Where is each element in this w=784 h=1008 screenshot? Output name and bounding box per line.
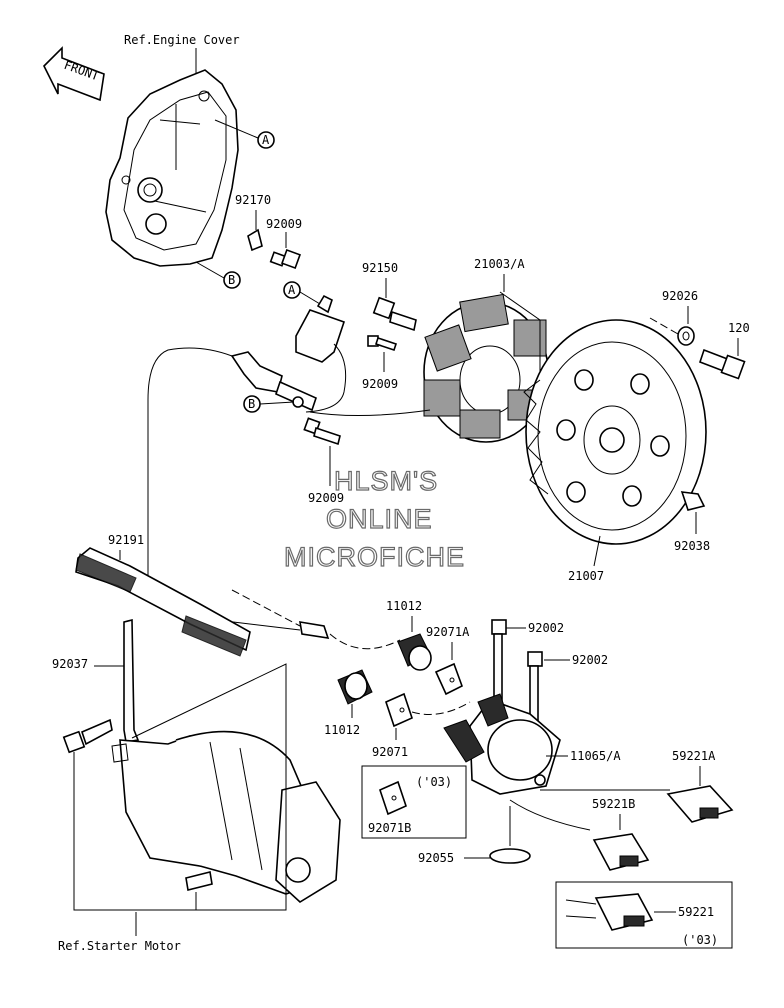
engine-cover-ref-label: Ref.Engine Cover [124,33,240,47]
part-label-11065a: 11065/A [570,749,621,763]
note-year-03-a: ('03) [416,775,452,789]
part-label-92191: 92191 [108,533,144,547]
part-label-21003a: 21003/A [474,257,525,271]
bolt-92009-mid [367,335,398,352]
part-label-92150: 92150 [362,261,398,275]
bolt-92150 [372,296,417,332]
bolt-92009-top [269,249,301,269]
part-label-59221: 59221 [678,905,714,919]
cap-11012-top [397,633,432,671]
bolt-92009-low [303,417,341,446]
note-year-03-b: ('03) [682,933,718,947]
part-label-92009-mid: 92009 [362,377,398,391]
connector-59221b [592,833,650,871]
connector-92071a [434,662,463,696]
part-label-92002-b: 92002 [572,653,608,667]
stator-wire [309,409,431,417]
part-label-92055: 92055 [418,851,454,865]
bolt-120 [698,348,746,380]
marker-a-mid [283,281,301,299]
part-label-59221a: 59221A [672,749,716,763]
sleeve-connector [299,621,330,639]
wire-grommet-part [230,351,317,412]
watermark-line2: ONLINE [326,504,433,534]
part-label-120: 120 [728,321,750,335]
part-label-92071a: 92071A [426,625,470,639]
housing-11065a [443,693,561,795]
part-label-92009-top: 92009 [266,217,302,231]
engine-cover-part [105,69,239,267]
marker-a-mid-label: A [288,283,296,297]
cap-11012-low [337,669,373,705]
shaft-92191 [75,547,251,657]
starter-motor-ref-label: Ref.Starter Motor [58,939,181,953]
part-label-92071: 92071 [372,745,408,759]
oring-92055 [489,848,531,864]
marker-b-mid-label: B [248,397,255,411]
bolt-starter-low [185,871,213,891]
watermark-line1: HLSM'S [334,466,438,496]
front-arrow-icon: FRONT [43,46,105,102]
stator-21003a [423,291,549,443]
bolt-92002-a [491,619,507,707]
bolt-92002-b [527,651,543,739]
part-label-92037: 92037 [52,657,88,671]
part-label-92009-low: 92009 [308,491,344,505]
year-03-box-92071b [361,765,467,839]
year-03-box-59221 [555,881,733,949]
clip-92170 [247,228,263,252]
marker-b-top [223,271,241,289]
part-label-92170: 92170 [235,193,271,207]
part-label-92038: 92038 [674,539,710,553]
connector-92071b [379,780,407,816]
washer-92026 [677,326,695,346]
connector-92071 [385,692,413,728]
part-label-92071b: 92071B [368,821,411,835]
marker-a-top [257,131,275,149]
flywheel-21007 [523,319,707,545]
watermark-line3: MICROFICHE [284,542,465,572]
part-label-59221b: 59221B [592,797,635,811]
starter-motor-part [111,730,341,903]
strap-92037 [123,618,140,743]
marker-b-top-label: B [228,273,235,287]
part-label-11012-top: 11012 [386,599,422,613]
part-label-92026: 92026 [662,289,698,303]
sensor-wire-b [509,799,591,831]
connector-59221a [666,785,734,823]
starter-ref-bracket [73,663,287,911]
part-label-21007: 21007 [568,569,604,583]
bolt-starter-top [62,718,113,754]
part-label-92002-a: 92002 [528,621,564,635]
part-label-11012-low: 11012 [324,723,360,737]
key-92038 [680,491,706,511]
pickup-coil-part [295,294,347,413]
marker-a-top-label: A [262,133,270,147]
connector-59221 [565,893,654,931]
